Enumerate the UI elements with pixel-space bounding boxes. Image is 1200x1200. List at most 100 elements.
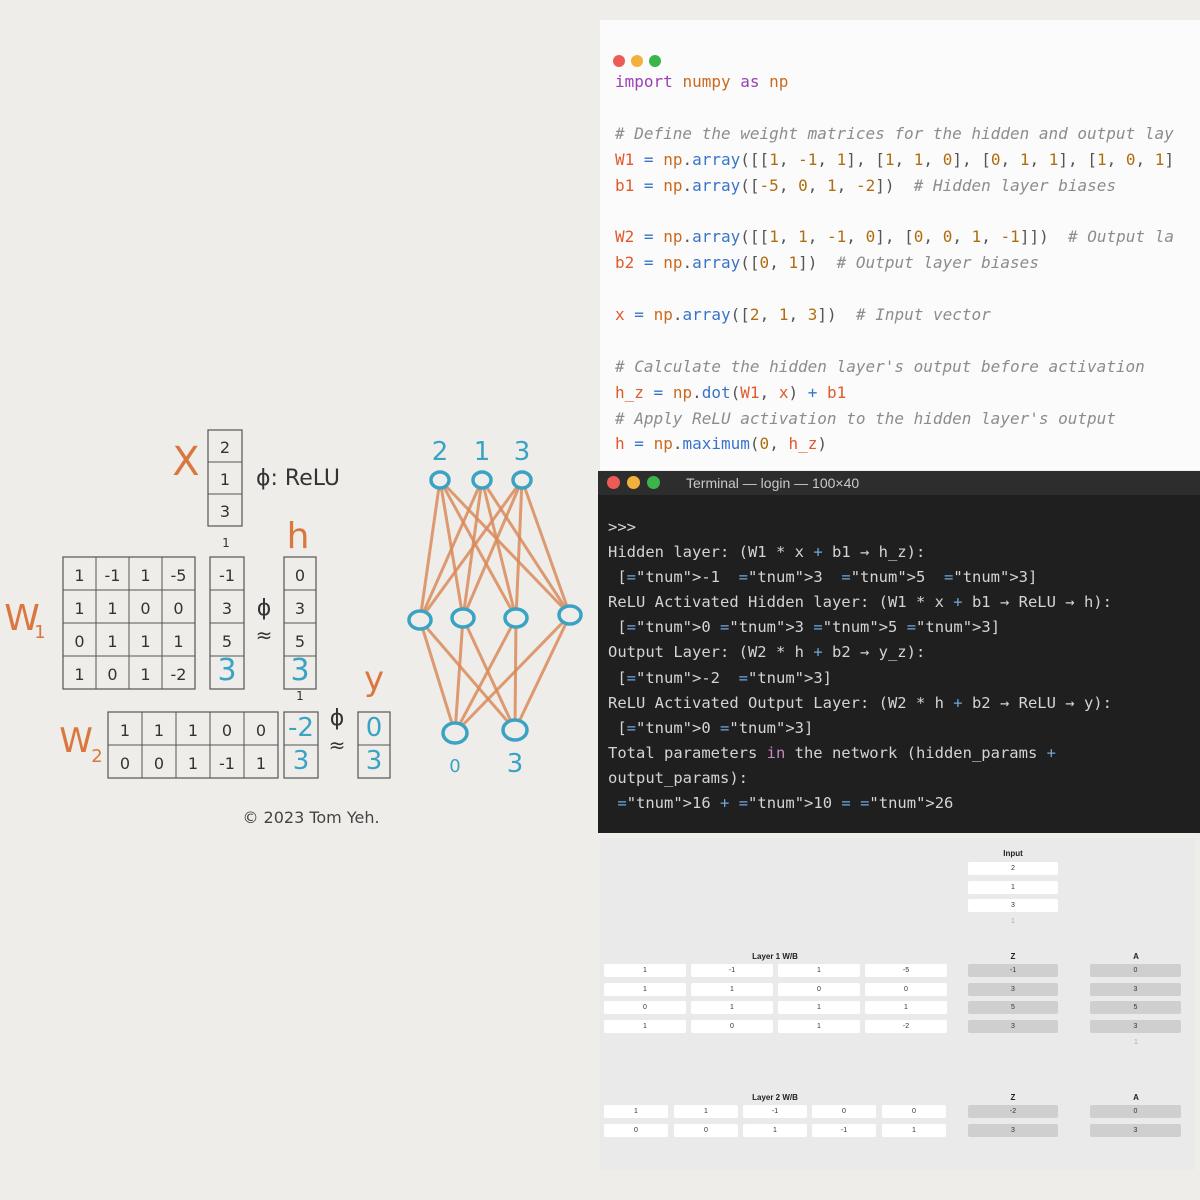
phi-symbol: ϕ <box>257 596 272 621</box>
x-vector-cell: 2 <box>220 438 230 457</box>
w1-subscript: 1 <box>34 622 45 643</box>
layer1-weight-field[interactable]: 1 <box>778 964 860 977</box>
bias-one: 1 <box>296 689 304 703</box>
minimize-dot-icon[interactable] <box>631 55 643 67</box>
input-field[interactable]: 1 <box>968 880 1058 894</box>
a1-label: A <box>1133 952 1139 961</box>
w1-matrix-cell: 1 <box>74 599 84 618</box>
input-node-label: 3 <box>514 437 531 467</box>
w1-label: W <box>4 598 40 639</box>
w1-matrix-cell: 1 <box>140 665 150 684</box>
w1-matrix-cell: -2 <box>171 665 187 684</box>
layer2-label: Layer 2 W/B <box>752 1093 798 1102</box>
network-edge <box>461 617 517 731</box>
w1-matrix-cell: 1 <box>140 566 150 585</box>
layer2-weight-field[interactable]: 1 <box>674 1105 738 1118</box>
code-line: import numpy as np <box>615 72 789 91</box>
close-dot-icon[interactable] <box>613 55 625 67</box>
layer2-weight-field[interactable]: -1 <box>743 1105 807 1118</box>
layer1-weight-field[interactable]: 1 <box>778 1019 860 1033</box>
input-label: Input <box>1003 849 1023 858</box>
network-node <box>407 609 433 631</box>
network-edge <box>418 479 442 621</box>
w2-label: W <box>59 721 93 761</box>
layer1-weight-field[interactable]: 1 <box>604 982 686 996</box>
layer2-weight-field[interactable]: 0 <box>882 1105 946 1118</box>
network-edge <box>418 479 524 621</box>
maximize-dot-icon[interactable] <box>647 476 660 489</box>
layer1-weight-field[interactable]: -5 <box>865 964 947 977</box>
layer2-weight-field[interactable]: -1 <box>812 1123 876 1137</box>
w1-matrix-cell: 0 <box>173 599 183 618</box>
window-controls <box>613 54 667 72</box>
code-line: h = np.maximum(0, h_z) <box>615 434 828 454</box>
output-node-label: 0 <box>449 756 460 777</box>
w2-matrix-cell: 0 <box>256 721 266 740</box>
bias-indicator: 1 <box>1134 1039 1138 1046</box>
close-dot-icon[interactable] <box>607 476 620 489</box>
w2-matrix-cell: 0 <box>154 754 164 773</box>
layer1-weight-field[interactable]: 0 <box>778 982 860 996</box>
a2-value: 3 <box>1090 1123 1181 1137</box>
input-field[interactable]: 2 <box>968 862 1058 875</box>
input-field[interactable]: 3 <box>968 899 1058 912</box>
layer1-weight-field[interactable]: 1 <box>604 1019 686 1033</box>
code-line <box>615 198 1174 224</box>
layer2-weight-field[interactable]: 0 <box>604 1123 668 1137</box>
copyright-text: © 2023 Tom Yeh. <box>242 808 379 827</box>
network-edge <box>438 478 572 617</box>
terminal-title: Terminal — login — 100×40 <box>686 475 860 491</box>
x-vector-cell: 3 <box>220 502 230 521</box>
layer1-weight-field[interactable]: 0 <box>691 1019 773 1033</box>
w1-matrix-cell: 0 <box>74 632 84 651</box>
layer2-weight-field[interactable]: 1 <box>604 1105 668 1118</box>
layer1-weight-field[interactable]: -1 <box>691 964 773 977</box>
layer1-weight-field[interactable]: -2 <box>865 1019 947 1033</box>
y-vector: 03 <box>357 711 391 779</box>
terminal-line: [="tnum">0 ="tnum">3] <box>608 718 814 737</box>
layer1-weight-field[interactable]: 0 <box>604 1001 686 1014</box>
x-label: X <box>172 439 199 485</box>
network-node <box>441 721 469 745</box>
code-line: h_z = np.dot(W1, x) + b1 <box>615 382 847 402</box>
terminal-line: Output Layer: (W2 * h + b2 → y_z): <box>608 643 926 662</box>
code-editor-window: import numpy as np # Define the weight m… <box>600 20 1200 470</box>
w1-matrix-cell: 0 <box>140 599 150 618</box>
layer1-weight-field[interactable]: 1 <box>778 1001 860 1014</box>
y-vector-cell: 3 <box>366 746 383 776</box>
layer2-weight-field[interactable]: 1 <box>743 1123 807 1137</box>
layer1-weight-field[interactable]: 1 <box>691 982 773 996</box>
z1-vector-cell: 5 <box>222 632 232 651</box>
minimize-dot-icon[interactable] <box>627 476 640 489</box>
network-edge <box>513 614 572 731</box>
z1-label: Z <box>1010 952 1016 961</box>
w2-subscript: 2 <box>91 746 102 767</box>
z2-value: -2 <box>968 1105 1058 1118</box>
network-edge <box>520 479 572 616</box>
maximize-dot-icon[interactable] <box>649 55 661 67</box>
code-line: # Define the weight matrices for the hid… <box>615 123 1174 143</box>
layer2-weight-field[interactable]: 1 <box>882 1123 946 1137</box>
terminal-window: Terminal — login — 100×40 >>>Hidden laye… <box>598 471 1200 833</box>
x-vector: 213 <box>207 429 243 527</box>
layer2-weight-field[interactable]: 0 <box>674 1123 738 1137</box>
network-edge <box>418 619 517 731</box>
layer1-weight-field[interactable]: 1 <box>691 1001 773 1014</box>
network-node <box>511 470 533 490</box>
layer2-weight-field[interactable]: 0 <box>812 1105 876 1118</box>
a2-label: A <box>1133 1093 1139 1102</box>
layer1-weight-field[interactable]: 1 <box>865 1001 947 1014</box>
z1-value: 3 <box>968 982 1058 996</box>
layer1-weight-field[interactable]: 0 <box>865 982 947 996</box>
layer1-label: Layer 1 W/B <box>752 952 798 961</box>
a2-value: 0 <box>1090 1105 1181 1118</box>
code-line: b2 = np.array([0, 1]) # Output layer bia… <box>615 253 1039 273</box>
terminal-output: >>>Hidden layer: (W1 * x + b1 → h_z): [=… <box>608 515 1112 816</box>
code-line <box>615 276 1174 302</box>
code-line: # Apply ReLU activation to the hidden la… <box>615 408 1116 428</box>
layer1-weight-field[interactable]: 1 <box>604 964 686 977</box>
